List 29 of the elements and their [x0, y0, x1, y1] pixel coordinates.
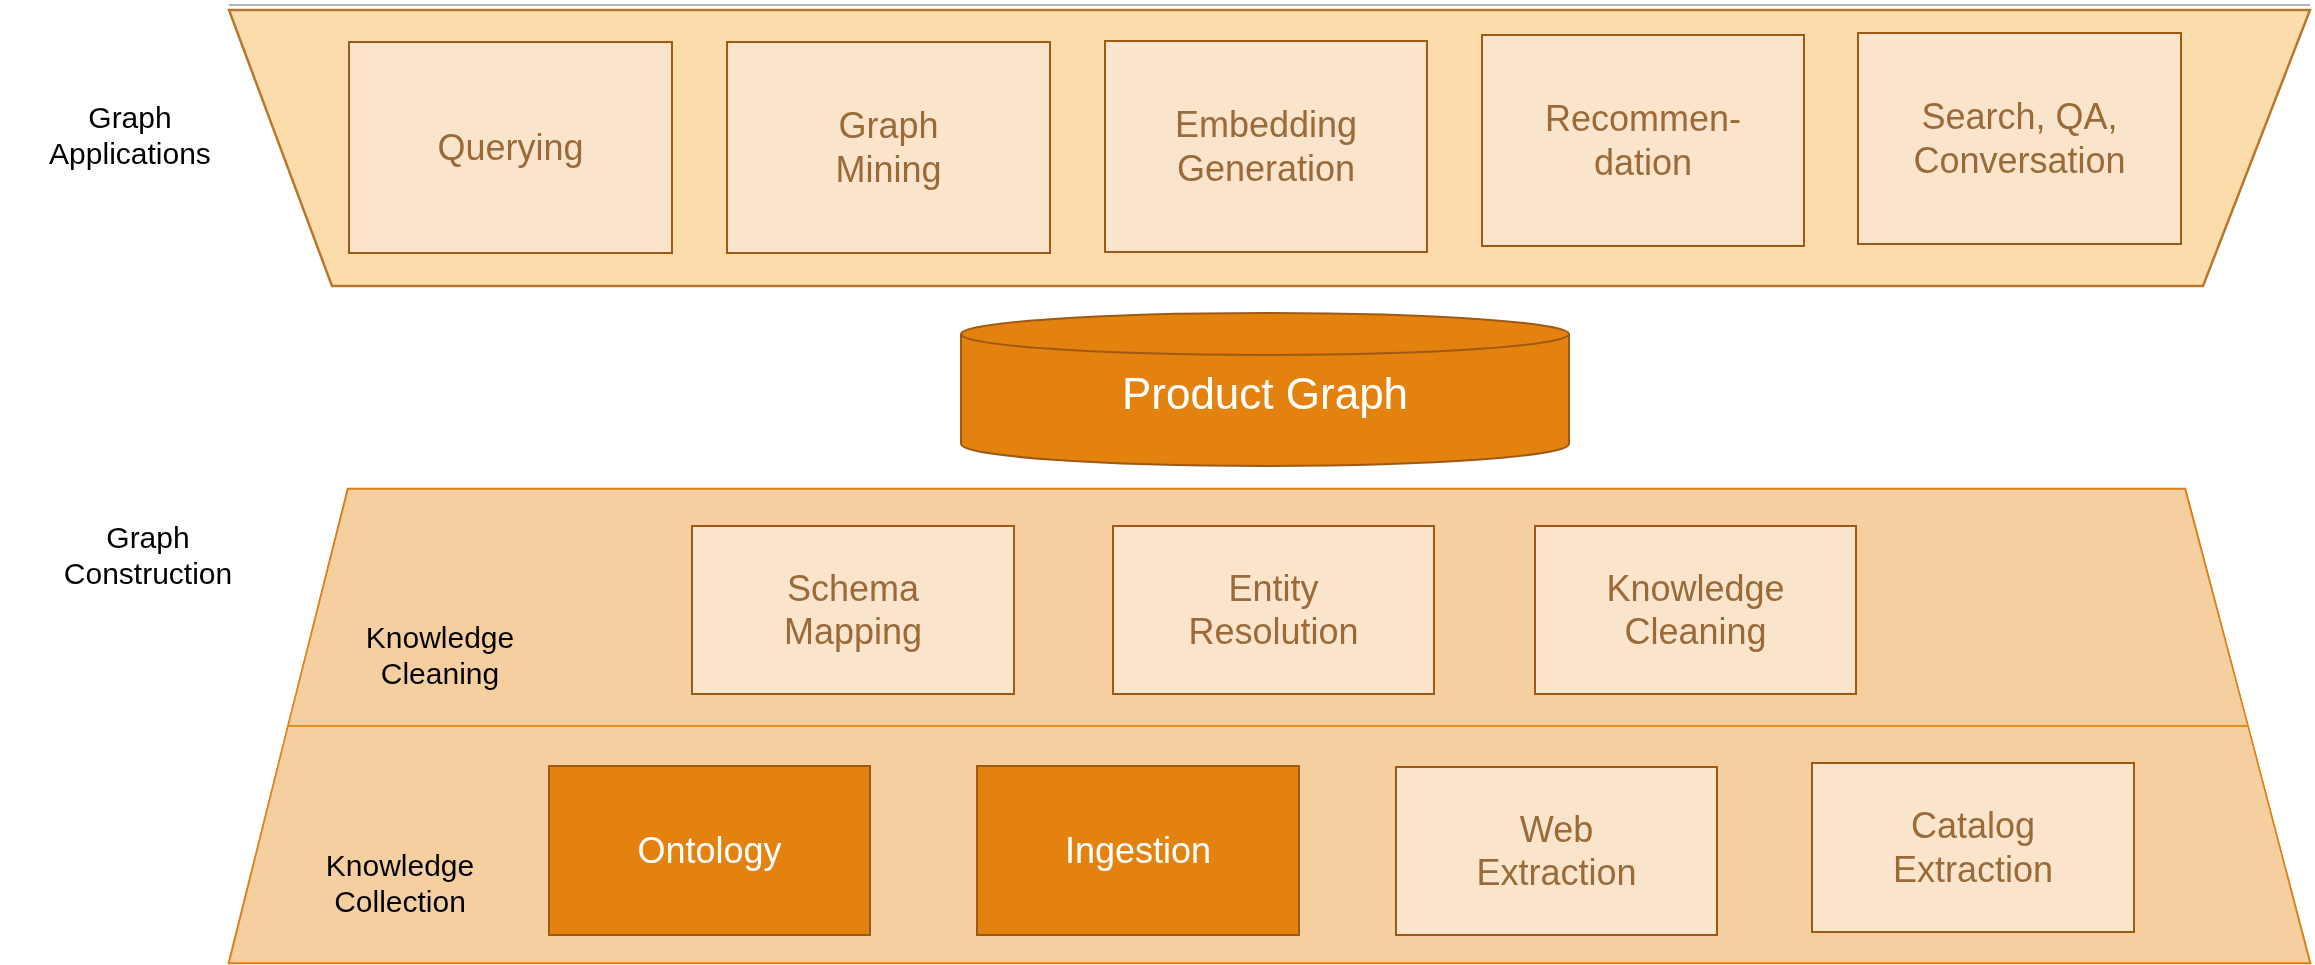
component-label: Ingestion: [1064, 828, 1212, 873]
component-label: Catalog Extraction: [1891, 804, 2055, 891]
component-box: [348, 41, 673, 254]
component-box: [1481, 34, 1805, 247]
component-box: [726, 41, 1051, 254]
layer-label: Knowledge Cleaning: [364, 620, 516, 692]
component-label: Embedding Generation: [1173, 103, 1359, 190]
component-label: Search, QA, Conversation: [1912, 95, 2127, 182]
component-label: Web Extraction: [1475, 807, 1638, 895]
component-label: Querying: [437, 125, 584, 170]
tier-label: Graph Applications: [48, 100, 212, 172]
component-label: Graph Mining: [834, 104, 943, 191]
layer-label: Knowledge Collection: [324, 848, 476, 920]
component-label: Knowledge Cleaning: [1605, 566, 1786, 654]
component-label: Ontology: [637, 828, 782, 873]
component-box: [1112, 525, 1435, 695]
component-label: Schema Mapping: [782, 566, 924, 654]
component-box: [1104, 40, 1428, 253]
component-box: [1857, 32, 2182, 245]
tier-label: Graph Construction: [62, 520, 234, 592]
component-box: [1534, 525, 1857, 695]
database-label: Product Graph: [1120, 368, 1410, 420]
component-box: [691, 525, 1015, 695]
component-label: Recommen- dation: [1543, 97, 1743, 184]
component-label: Entity Resolution: [1187, 566, 1360, 654]
component-box: [1395, 766, 1718, 936]
component-box: [548, 765, 871, 936]
component-box: [976, 765, 1300, 936]
component-box: [1811, 762, 2135, 933]
